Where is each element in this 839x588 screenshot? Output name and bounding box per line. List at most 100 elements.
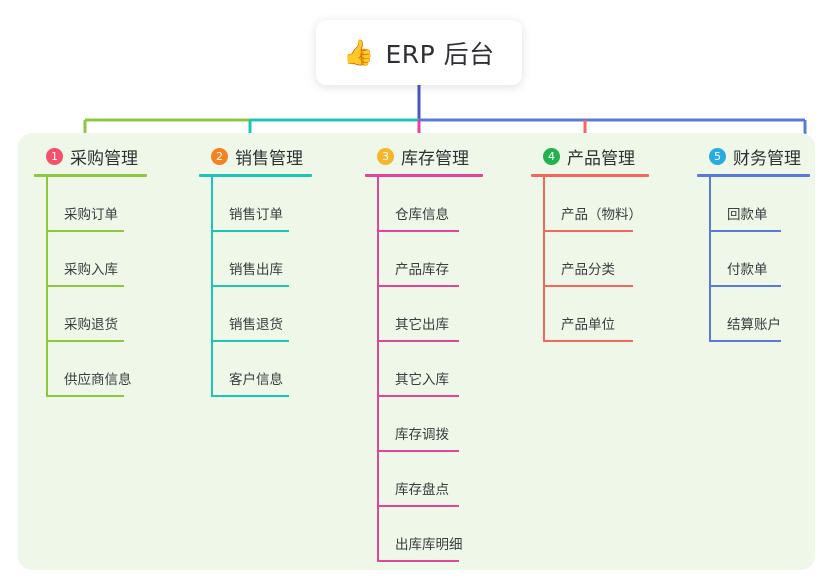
- list-item-rule: [46, 285, 124, 287]
- list-item-label: 付款单: [727, 262, 768, 278]
- column-title-1: 采购管理: [70, 148, 138, 169]
- list-item[interactable]: 其它入库: [365, 342, 483, 397]
- column-body-3: 仓库信息产品库存其它出库其它入库库存调拨库存盘点出库库明细: [365, 174, 483, 562]
- column-header-rule-4: [531, 174, 649, 177]
- column-header-5[interactable]: 5 财务管理: [709, 143, 810, 169]
- list-item-label: 产品单位: [561, 317, 615, 333]
- column-title-4: 产品管理: [567, 148, 635, 169]
- column-header-4[interactable]: 4 产品管理: [543, 143, 649, 169]
- column-2[interactable]: 2 销售管理销售订单销售出库销售退货客户信息: [199, 143, 312, 397]
- column-badge-2: 2: [211, 147, 228, 165]
- list-item[interactable]: 产品单位: [531, 287, 649, 342]
- column-spine-3: [377, 177, 379, 562]
- thumbs-up-icon: 👍: [343, 38, 375, 67]
- list-item[interactable]: 客户信息: [199, 342, 312, 397]
- list-item-rule: [377, 395, 459, 397]
- list-item-label: 采购退货: [64, 317, 118, 333]
- list-item[interactable]: 库存调拨: [365, 397, 483, 452]
- list-item-rule: [46, 395, 124, 397]
- list-item-label: 产品库存: [395, 262, 449, 278]
- list-item-rule: [377, 450, 459, 452]
- column-badge-1: 1: [46, 147, 63, 165]
- root-node-content: 👍 ERP 后台: [343, 35, 494, 71]
- list-item-rule: [543, 230, 633, 232]
- root-node-erp-backend[interactable]: 👍 ERP 后台: [316, 20, 522, 85]
- list-item-label: 销售退货: [229, 317, 283, 333]
- column-body-5: 回款单付款单结算账户: [697, 174, 810, 342]
- list-item-label: 供应商信息: [64, 372, 132, 388]
- column-title-2: 销售管理: [235, 148, 303, 169]
- column-body-1: 采购订单采购入库采购退货供应商信息: [34, 174, 147, 397]
- list-item-rule: [377, 285, 459, 287]
- list-item-label: 采购入库: [64, 262, 118, 278]
- column-header-rule-1: [34, 174, 147, 177]
- list-item-label: 回款单: [727, 207, 768, 223]
- list-item[interactable]: 付款单: [697, 232, 810, 287]
- list-item[interactable]: 库存盘点: [365, 452, 483, 507]
- list-item-rule: [543, 285, 633, 287]
- list-item[interactable]: 销售订单: [199, 177, 312, 232]
- list-item[interactable]: 产品分类: [531, 232, 649, 287]
- list-item-label: 采购订单: [64, 207, 118, 223]
- list-item-rule: [211, 340, 289, 342]
- column-4[interactable]: 4 产品管理产品（物料） 产品分类产品单位: [531, 143, 649, 342]
- list-item-label: 仓库信息: [395, 207, 449, 223]
- list-item-label: 结算账户: [727, 317, 781, 333]
- column-header-2[interactable]: 2 销售管理: [211, 143, 312, 169]
- list-item-rule: [211, 395, 289, 397]
- list-item[interactable]: 销售出库: [199, 232, 312, 287]
- list-item[interactable]: 产品库存: [365, 232, 483, 287]
- column-title-3: 库存管理: [401, 148, 469, 169]
- list-item[interactable]: 采购订单: [34, 177, 147, 232]
- column-spine-4: [543, 177, 545, 342]
- column-5[interactable]: 5 财务管理回款单付款单结算账户: [697, 143, 810, 342]
- list-item-rule: [377, 505, 459, 507]
- column-title-5: 财务管理: [733, 148, 801, 169]
- list-item-label: 库存盘点: [395, 482, 449, 498]
- list-item-rule: [377, 230, 459, 232]
- list-item[interactable]: 采购退货: [34, 287, 147, 342]
- list-item[interactable]: 回款单: [697, 177, 810, 232]
- column-header-rule-3: [365, 174, 483, 177]
- list-item[interactable]: 其它出库: [365, 287, 483, 342]
- list-item-rule: [377, 340, 459, 342]
- list-item[interactable]: 产品（物料）: [531, 177, 649, 232]
- branch-panel: [18, 133, 815, 570]
- list-item[interactable]: 出库库明细: [365, 507, 483, 562]
- root-node-title: ERP 后台: [385, 39, 495, 69]
- list-item-label: 客户信息: [229, 372, 283, 388]
- list-item-rule: [211, 285, 289, 287]
- column-badge-4: 4: [543, 147, 560, 165]
- column-header-rule-5: [697, 174, 810, 177]
- column-badge-5: 5: [709, 147, 726, 165]
- column-spine-5: [709, 177, 711, 342]
- list-item-label: 产品（物料）: [561, 207, 642, 223]
- list-item[interactable]: 供应商信息: [34, 342, 147, 397]
- column-header-1[interactable]: 1 采购管理: [46, 143, 147, 169]
- list-item-label: 产品分类: [561, 262, 615, 278]
- list-item-rule: [211, 230, 289, 232]
- list-item-rule: [709, 285, 781, 287]
- column-1[interactable]: 1 采购管理采购订单采购入库采购退货供应商信息: [34, 143, 147, 397]
- column-spine-1: [46, 177, 48, 397]
- list-item-rule: [377, 560, 459, 562]
- list-item[interactable]: 仓库信息: [365, 177, 483, 232]
- list-item[interactable]: 销售退货: [199, 287, 312, 342]
- list-item-label: 库存调拨: [395, 427, 449, 443]
- list-item[interactable]: 采购入库: [34, 232, 147, 287]
- list-item-label: 其它入库: [395, 372, 449, 388]
- list-item-rule: [709, 230, 781, 232]
- column-header-rule-2: [199, 174, 312, 177]
- list-item-label: 销售订单: [229, 207, 283, 223]
- list-item-label: 出库库明细: [395, 537, 463, 553]
- column-body-4: 产品（物料） 产品分类产品单位: [531, 174, 649, 342]
- list-item-label: 销售出库: [229, 262, 283, 278]
- column-body-2: 销售订单销售出库销售退货客户信息: [199, 174, 312, 397]
- list-item[interactable]: 结算账户: [697, 287, 810, 342]
- list-item-rule: [46, 230, 124, 232]
- list-item-label: 其它出库: [395, 317, 449, 333]
- list-item-rule: [709, 340, 781, 342]
